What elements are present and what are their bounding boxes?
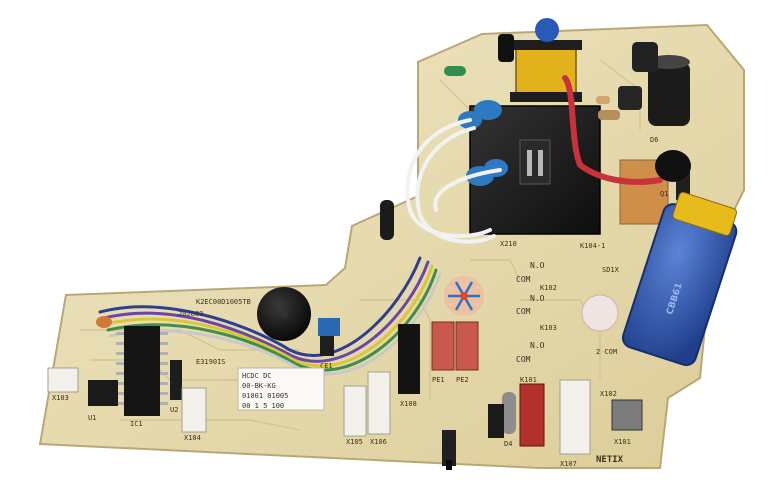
svg-text:COM: COM: [516, 307, 531, 316]
svg-text:X106: X106: [370, 438, 387, 446]
red-wire: [562, 75, 663, 185]
svg-text:Q1: Q1: [660, 190, 668, 198]
svg-text:2 COM: 2 COM: [596, 348, 617, 356]
svg-text:X103: X103: [52, 394, 69, 402]
small-components: [96, 294, 619, 438]
svg-text:COM: COM: [516, 355, 531, 364]
svg-text:X210: X210: [500, 240, 517, 248]
svg-text:D4: D4: [504, 440, 512, 448]
svg-text:D6: D6: [650, 136, 658, 144]
electrolytic-capacitors: [498, 34, 690, 126]
svg-text:U1: U1: [88, 414, 96, 422]
transistors: [444, 66, 691, 182]
buzzer: [257, 287, 311, 341]
metal-connector: [611, 399, 643, 431]
svg-text:K2EC00D1005TB: K2EC00D1005TB: [196, 298, 251, 306]
svg-text:N.O: N.O: [530, 341, 545, 350]
svg-text:K102: K102: [540, 284, 557, 292]
main-relay: [469, 105, 601, 235]
svg-text:X104: X104: [184, 434, 201, 442]
svg-text:X108: X108: [400, 400, 417, 408]
driver-ic: [88, 320, 420, 406]
svg-text:N.O: N.O: [530, 294, 545, 303]
svg-text:00-BK-KG: 00-BK-KG: [242, 382, 276, 390]
svg-text:HCDC DC: HCDC DC: [242, 372, 272, 380]
red-terminal-blocks: [431, 321, 545, 447]
svg-text:X105: X105: [346, 438, 363, 446]
svg-text:202883: 202883: [178, 310, 203, 318]
label-sticker: HCDC DC 00-BK-KG 01001 01005 00 1 5 100: [237, 367, 325, 411]
svg-text:X107: X107: [560, 460, 577, 468]
svg-text:U2: U2: [170, 406, 178, 414]
svg-text:00 1 5 100: 00 1 5 100: [242, 402, 284, 410]
svg-text:K104-1: K104-1: [580, 242, 605, 250]
svg-text:01001 01005: 01001 01005: [242, 392, 288, 400]
svg-text:K103: K103: [540, 324, 557, 332]
transformer: [510, 18, 582, 102]
fan-capacitor: CBB61: [621, 191, 738, 367]
svg-text:K101: K101: [520, 376, 537, 384]
microcontroller: [116, 326, 168, 416]
svg-text:IC1: IC1: [130, 420, 143, 428]
svg-text:COM: COM: [516, 275, 531, 284]
snowflake-logo: [444, 276, 484, 316]
silkscreen-relay-labels: N.O COM N.O COM N.O COM: [516, 261, 545, 364]
test-switch: [442, 430, 456, 470]
svg-text:X102: X102: [600, 390, 617, 398]
svg-text:E3190IS: E3190IS: [196, 358, 226, 366]
wire-tie: [380, 200, 394, 240]
brand-mark: NETIX: [596, 455, 624, 465]
svg-text:PE2: PE2: [456, 376, 469, 384]
svg-text:SD1X: SD1X: [602, 266, 620, 274]
svg-text:X101: X101: [614, 438, 631, 446]
svg-text:PE1: PE1: [432, 376, 445, 384]
svg-text:N.O: N.O: [530, 261, 545, 270]
white-wires: [405, 118, 502, 244]
silkscreen-refs: K104-1 K102 K103 K101 X210 X103 X104 X10…: [52, 136, 668, 468]
white-connectors: [47, 367, 591, 455]
svg-text:CE1: CE1: [320, 362, 333, 370]
